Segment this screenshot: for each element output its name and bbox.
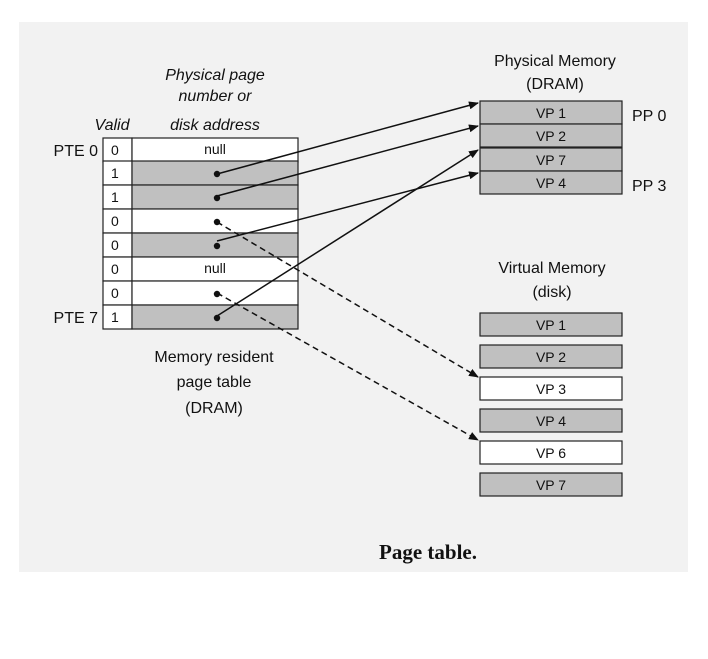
arrow-pte6-to-vp6-disk: [216, 292, 479, 441]
virtual-page: VP 3: [479, 376, 623, 401]
page-table-caption-line3: (DRAM): [185, 400, 243, 417]
physical-page-label: VP 1: [536, 105, 566, 121]
pointer-dot: [213, 290, 221, 298]
virtual-memory-title-line1: Virtual Memory: [498, 260, 605, 277]
page-table-row: 0 PTE 0 null: [54, 137, 299, 163]
virtual-page: VP 4: [479, 408, 623, 433]
physical-page-label: VP 7: [536, 152, 566, 168]
pointer-dot: [213, 314, 221, 322]
ppn-header-line1: Physical page: [165, 67, 265, 84]
entry-null: null: [204, 141, 226, 157]
pte-label: PTE 7: [54, 310, 99, 327]
valid-bit: 0: [111, 142, 119, 158]
physical-page: VP 7: [479, 147, 623, 172]
virtual-page: VP 1: [479, 312, 623, 337]
valid-bit: 1: [111, 165, 119, 181]
physical-page-label: VP 4: [536, 175, 566, 191]
figure-caption: Page table.: [379, 540, 477, 564]
entry-cell: [131, 137, 299, 163]
virtual-page-label: VP 7: [536, 477, 566, 493]
valid-cell: [102, 160, 133, 186]
physical-page-box: [479, 170, 623, 195]
valid-bit: 1: [111, 189, 119, 205]
virtual-page: VP 7: [479, 472, 623, 497]
valid-bit: 0: [111, 213, 119, 229]
physical-memory: VP 1 VP 2 VP 7 VP 4: [479, 100, 623, 195]
valid-cell: [102, 184, 133, 210]
physical-page: VP 4: [479, 170, 623, 195]
valid-cell: [102, 232, 133, 258]
page-table-row: 0: [102, 232, 299, 258]
virtual-page-box: [479, 312, 623, 337]
virtual-page: VP 6: [479, 440, 623, 465]
valid-cell: [102, 280, 133, 306]
virtual-page-label: VP 3: [536, 381, 566, 397]
virtual-page-box: [479, 472, 623, 497]
pte-label: PTE 0: [54, 143, 99, 160]
valid-bit: 0: [111, 261, 119, 277]
valid-header: Valid: [95, 117, 131, 134]
page-table-caption-line1: Memory resident: [154, 349, 274, 366]
page-table-row: 0: [102, 280, 299, 306]
page-table-row: 0 null: [102, 256, 299, 282]
virtual-memory: VP 1 VP 2 VP 3 VP 4 VP 6 VP 7: [479, 312, 623, 497]
page-table-row: 1 PTE 7: [54, 304, 299, 330]
arrow-pte1-to-pp0: [216, 101, 479, 175]
valid-cell: [102, 256, 133, 282]
virtual-page-label: VP 6: [536, 445, 566, 461]
entry-cell: [131, 256, 299, 282]
valid-bit: 0: [111, 237, 119, 253]
virtual-page-box: [479, 440, 623, 465]
entry-null: null: [204, 260, 226, 276]
entry-cell: [131, 208, 299, 234]
page-table-caption-line2: page table: [177, 374, 252, 391]
physical-page-box: [479, 123, 623, 148]
arrow-pte4-to-pp3: [216, 171, 479, 242]
virtual-page-label: VP 2: [536, 349, 566, 365]
arrow-pte2-to-pp1: [216, 124, 479, 197]
physical-page: VP 1: [479, 100, 623, 125]
arrow-pte7-to-pp2: [216, 149, 479, 317]
valid-bit: 0: [111, 285, 119, 301]
valid-bit: 1: [111, 309, 119, 325]
ppn-header-line2: number or: [179, 88, 253, 105]
virtual-page-box: [479, 376, 623, 401]
physical-memory-title-line2: (DRAM): [526, 76, 584, 93]
physical-memory-title-line1: Physical Memory: [494, 53, 616, 70]
pp3-label: PP 3: [632, 178, 667, 195]
virtual-page-box: [479, 344, 623, 369]
physical-page: VP 2: [479, 123, 623, 148]
virtual-memory-title-line2: (disk): [532, 284, 571, 301]
valid-cell: [102, 137, 133, 163]
virtual-page-label: VP 4: [536, 413, 566, 429]
mapping-arrows: [216, 101, 479, 441]
valid-cell: [102, 208, 133, 234]
virtual-page: VP 2: [479, 344, 623, 369]
page-table-row: 0: [102, 208, 299, 234]
pointer-dot: [213, 194, 221, 202]
valid-cell: [102, 304, 133, 330]
page-table-row: 1: [102, 184, 299, 210]
ppn-header-line3: disk address: [170, 117, 260, 134]
pointer-dot: [213, 242, 221, 250]
physical-page-label: VP 2: [536, 128, 566, 144]
pp0-label: PP 0: [632, 108, 667, 125]
virtual-page-label: VP 1: [536, 317, 566, 333]
virtual-page-box: [479, 408, 623, 433]
arrow-pte3-to-vp3-disk: [216, 221, 479, 378]
